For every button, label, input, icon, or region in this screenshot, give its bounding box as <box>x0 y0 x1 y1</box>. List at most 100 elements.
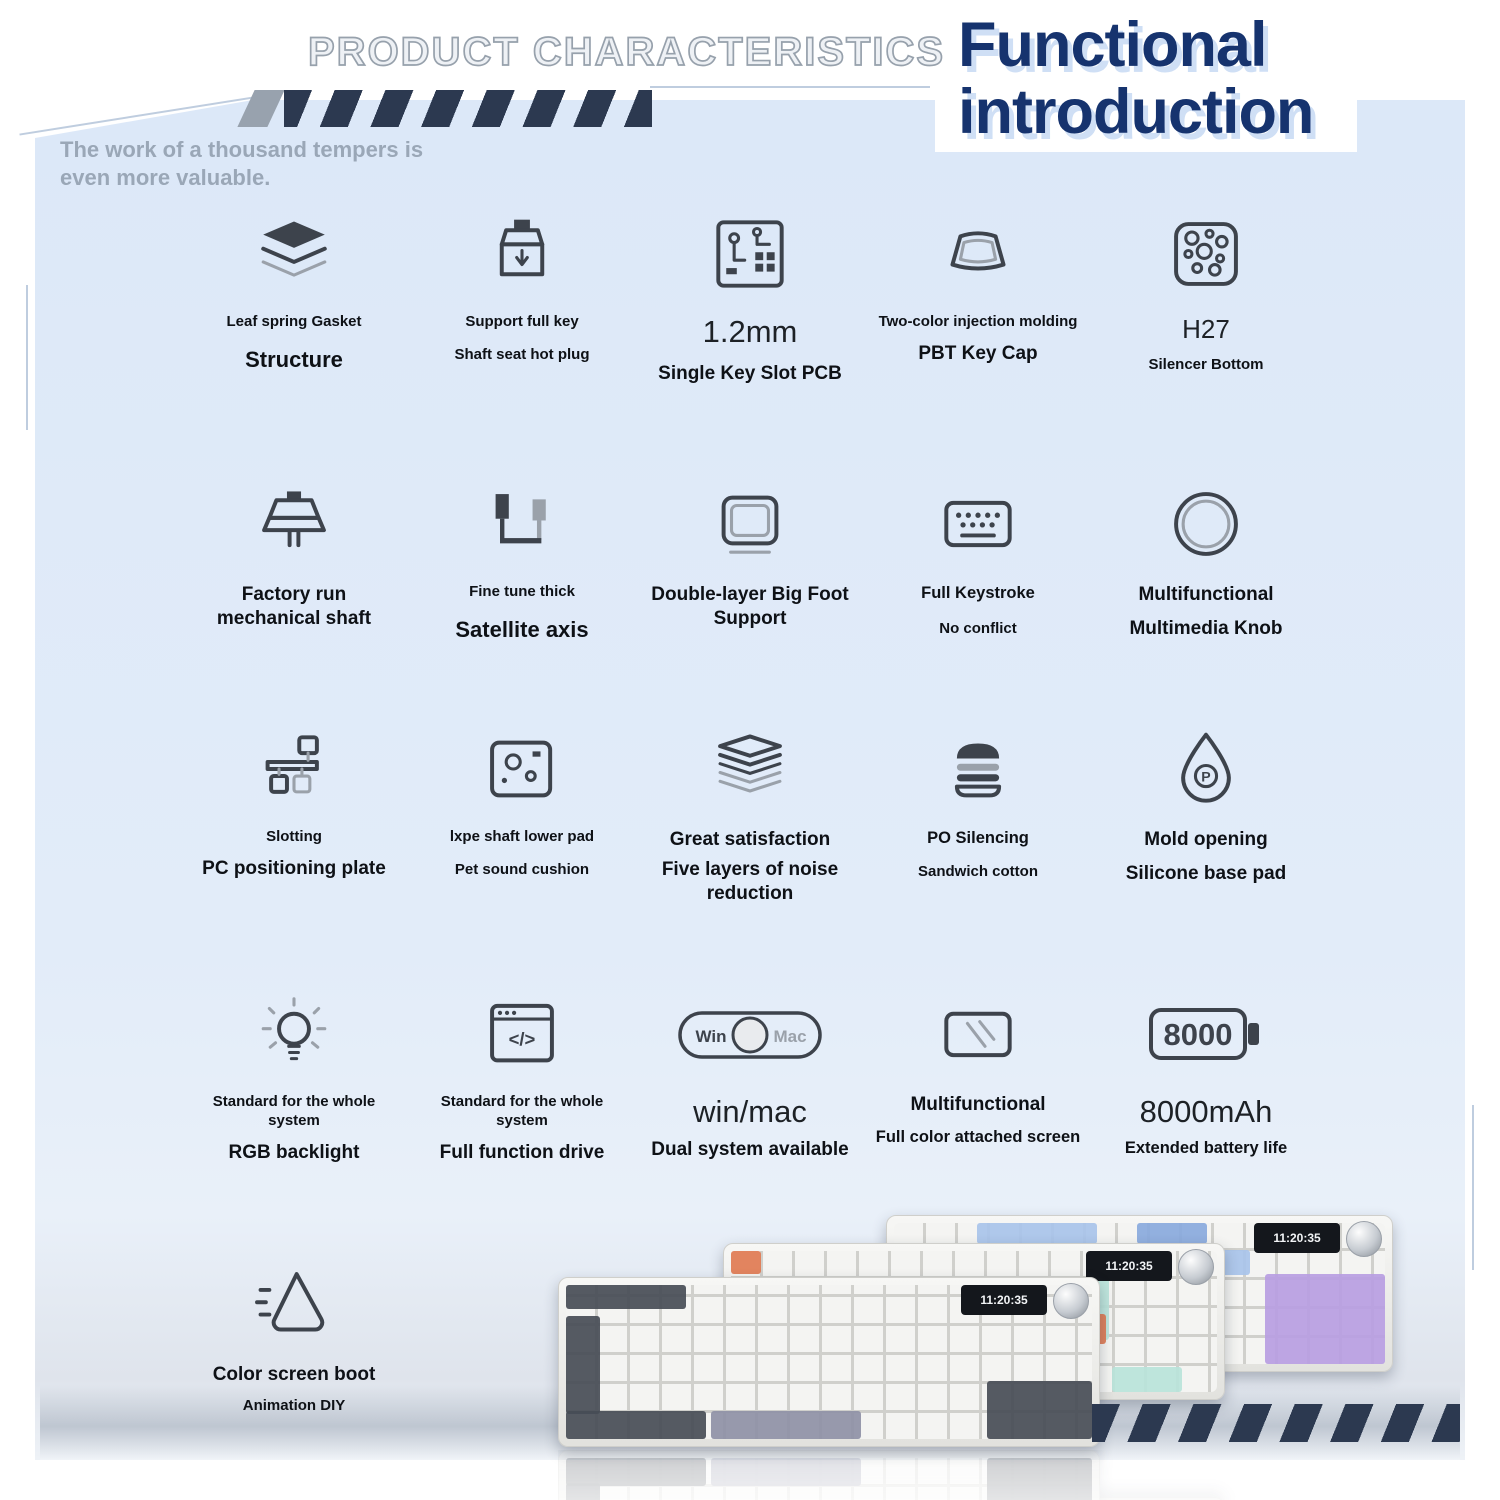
eyebrow-title: PRODUCT CHARACTERISTICS <box>307 29 946 75</box>
feature-battery: 8000 8000mAh Extended battery life <box>1092 975 1320 1245</box>
feature-label: Shaft seat hot plug <box>454 345 590 363</box>
feature-label: 1.2mm <box>702 314 798 349</box>
keyboard-screen: 11:20:35 <box>1086 1251 1172 1281</box>
feature-label: Double-layer Big Foot Support <box>651 584 849 629</box>
accent-keys <box>566 1316 600 1414</box>
feature-attached-screen: Multifunctional Full color attached scre… <box>864 975 1092 1245</box>
silencer-pad-icon <box>1162 195 1250 313</box>
feature-label: Silicone base pad <box>1125 862 1287 884</box>
accent-keys <box>731 1251 761 1274</box>
feature-label: Standard for the whole system <box>212 1093 376 1129</box>
feature-label: Full Keystroke <box>921 584 1035 602</box>
feature-label: Pet sound cushion <box>454 860 590 878</box>
keyboard-screen: 11:20:35 <box>1254 1223 1340 1253</box>
feature-dual-system: Win Mac win/mac Dual system available <box>636 975 864 1245</box>
feature-label: Multifunctional <box>1138 584 1274 605</box>
feature-rgb-backlight: Standard for the whole system RGB backli… <box>180 975 408 1245</box>
feature-label: 8000mAh <box>1139 1094 1273 1129</box>
drop-letter: P <box>1201 768 1210 784</box>
feature-label: Satellite axis <box>455 616 589 642</box>
feature-label: Slotting <box>266 828 322 845</box>
silicone-drop-icon: P <box>1162 710 1250 828</box>
feature-label: Dual system available <box>651 1138 849 1160</box>
battery-value: 8000 <box>1164 1017 1233 1052</box>
feature-sandwich-cotton: PO Silencing Sandwich cotton <box>864 710 1092 975</box>
tagline-line1: The work of a thousand tempers is <box>60 137 424 162</box>
accent-keys <box>1112 1367 1182 1392</box>
feature-label: Five layers of noise reduction <box>661 858 839 904</box>
frame-line-left <box>26 285 28 430</box>
feature-label: RGB backlight <box>228 1141 360 1163</box>
stabilizer-icon <box>478 465 566 583</box>
toggle-win-label: Win <box>695 1027 726 1046</box>
feature-label: No conflict <box>939 619 1017 637</box>
feature-silicone-pad: P Mold opening Silicone base pad <box>1092 710 1320 975</box>
tagline-line2: even more valuable. <box>60 164 271 190</box>
tagline: The work of a thousand tempers is even m… <box>60 136 423 191</box>
accent-keys <box>987 1381 1092 1439</box>
knob-icon <box>1162 465 1250 583</box>
feature-label: win/mac <box>693 1094 807 1129</box>
pcb-icon <box>706 195 794 313</box>
feature-label: Extended battery life <box>1124 1138 1288 1157</box>
keyboard-keys-icon <box>934 465 1022 583</box>
feature-label: Leaf spring Gasket <box>226 313 362 330</box>
feature-label: H27 <box>1182 314 1230 344</box>
feature-label: Color screen boot <box>212 1364 376 1385</box>
feature-positioning-plate: Slotting PC positioning plate <box>180 710 408 975</box>
feature-label: PC positioning plate <box>202 857 386 879</box>
feature-noise-reduction: Great satisfaction Five layers of noise … <box>636 710 864 975</box>
feature-label: Animation DIY <box>242 1396 346 1414</box>
feature-grid: Leaf spring Gasket Structure Support ful… <box>180 195 1320 1460</box>
feature-satellite-axis: Fine tune thick Satellite axis <box>408 465 636 710</box>
feature-label: Single Key Slot PCB <box>658 362 842 384</box>
positioning-plate-icon <box>250 710 338 828</box>
page-title-line2: introduction <box>958 76 1314 147</box>
feature-label: Standard for the whole system <box>440 1093 604 1129</box>
sandwich-cotton-icon <box>934 710 1022 828</box>
accent-keys <box>566 1411 706 1439</box>
feature-silencer: H27 Silencer Bottom <box>1092 195 1320 465</box>
hazard-stripes-top <box>284 90 652 127</box>
switch-icon <box>478 195 566 313</box>
feature-foot-support: Double-layer Big Foot Support <box>636 465 864 710</box>
keyboard-knob <box>1178 1249 1214 1285</box>
keyboard-screen: 11:20:35 <box>961 1285 1047 1315</box>
accent-keys <box>1137 1223 1207 1244</box>
feature-label: Sandwich cotton <box>918 862 1038 880</box>
keyboard-knob <box>1346 1221 1382 1257</box>
keyboard-knob <box>1053 1283 1089 1319</box>
toggle-mac-label: Mac <box>773 1027 806 1046</box>
feature-label: Support full key <box>465 313 579 330</box>
bulb-icon <box>250 975 338 1093</box>
foot-support-icon <box>706 465 794 583</box>
boot-triangle-icon <box>250 1245 338 1363</box>
feature-label: Two-color injection molding <box>878 313 1078 330</box>
feature-sound-cushion: lxpe shaft lower pad Pet sound cushion <box>408 710 636 975</box>
screen-icon <box>934 975 1022 1093</box>
keycap-icon <box>934 195 1022 313</box>
code-window-icon: </> <box>478 975 566 1093</box>
feature-label: Multimedia Knob <box>1129 617 1283 639</box>
feature-label: Full color attached screen <box>875 1127 1081 1146</box>
feature-hot-swap: Support full key Shaft seat hot plug <box>408 195 636 465</box>
feature-label: Multifunctional <box>910 1094 1046 1115</box>
feature-no-conflict: Full Keystroke No conflict <box>864 465 1092 710</box>
page-title: Functional introduction <box>958 12 1438 146</box>
feature-keycap: Two-color injection molding PBT Key Cap <box>864 195 1092 465</box>
feature-boot-animation: Color screen boot Animation DIY <box>180 1245 408 1460</box>
feature-label: lxpe shaft lower pad <box>449 828 595 845</box>
feature-function-drive: </> Standard for the whole system Full f… <box>408 975 636 1245</box>
feature-gasket-structure: Leaf spring Gasket Structure <box>180 195 408 465</box>
feature-label: Great satisfaction <box>669 829 831 850</box>
feature-label: Silencer Bottom <box>1148 355 1264 373</box>
accent-keys <box>977 1223 1097 1244</box>
feature-label: Fine tune thick <box>469 583 575 600</box>
keyboard-product-images: 11:20:35 11:20:35 11:20:35 <box>558 1215 1393 1447</box>
feature-pcb: 1.2mm Single Key Slot PCB <box>636 195 864 465</box>
keyboard-black-white: 11:20:35 <box>558 1277 1100 1447</box>
hazard-stripes-bottom <box>1092 1404 1460 1442</box>
page-title-line1: Functional <box>958 10 1267 80</box>
frame-line-right <box>1472 1105 1474 1270</box>
switch-bottom-icon <box>250 465 338 583</box>
